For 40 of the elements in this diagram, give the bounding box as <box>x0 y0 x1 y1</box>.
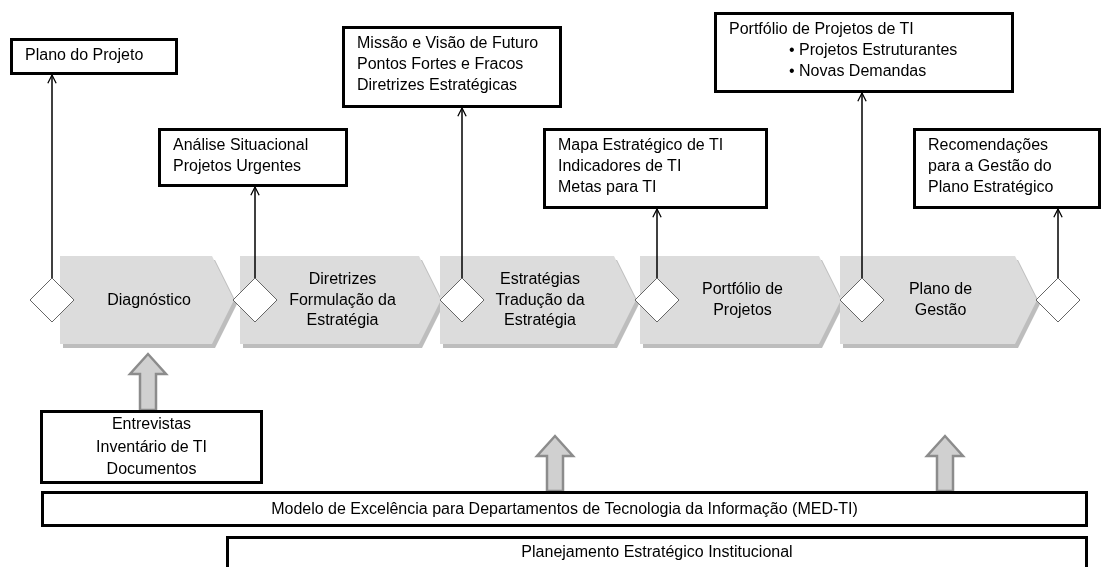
output-box <box>714 12 1014 93</box>
box-text: Análise Situacional Projetos Urgentes <box>173 135 310 176</box>
arrow <box>652 208 662 279</box>
output-box <box>342 26 562 108</box>
bullet-item: • Novas Demandas <box>789 60 927 81</box>
edge-label: Estratégias Tradução da Estratégia <box>494 268 586 331</box>
output-box <box>10 38 178 75</box>
block-arrow <box>127 352 169 412</box>
output-box <box>913 128 1101 209</box>
block-arrow <box>534 434 576 493</box>
arrow <box>457 107 467 279</box>
box-text: Modelo de Excelência para Departamentos de Tecnologia da Informação (MED-TI) <box>271 499 858 520</box>
box-text: Missão e Visão de Futuro Pontos Fortes e Fracos Diretrizes Estratégicas <box>357 33 540 95</box>
edge-label: Plano de Gestão <box>907 279 974 320</box>
diamond-shape <box>840 278 884 322</box>
edge-label: Diagnóstico <box>107 289 191 310</box>
block-arrow <box>924 434 966 493</box>
diamond-shape <box>440 278 484 322</box>
box-text: Plano do Projeto <box>25 45 144 65</box>
foundation-bar <box>226 536 1088 567</box>
output-box <box>543 128 768 209</box>
diamond-shape <box>30 278 74 322</box>
diamond-shape <box>233 278 277 322</box>
edge-label: Portfólio de Projetos <box>701 279 784 320</box>
box-text: Recomendações para a Gestão do Plano Estratégico <box>928 135 1055 197</box>
box-text: Portfólio de Projetos de TI <box>729 19 914 39</box>
arrow <box>857 92 867 279</box>
arrow <box>1053 208 1063 279</box>
foundation-bar <box>41 491 1088 527</box>
diamond-shape <box>635 278 679 322</box>
arrow <box>47 74 57 279</box>
bullet-item: • Projetos Estruturantes <box>789 39 958 60</box>
arrow <box>250 186 260 279</box>
input-box <box>40 410 263 484</box>
box-text: Mapa Estratégico de TI Indicadores de TI Metas para TI <box>558 135 725 197</box>
diamond-shape <box>1036 278 1080 322</box>
output-box <box>158 128 348 187</box>
box-text: Planejamento Estratégico Institucional <box>521 542 793 562</box>
edge-label: Diretrizes Formulação da Estratégia <box>288 268 397 331</box>
box-text: Entrevistas Inventário de TI Documentos <box>95 414 208 480</box>
